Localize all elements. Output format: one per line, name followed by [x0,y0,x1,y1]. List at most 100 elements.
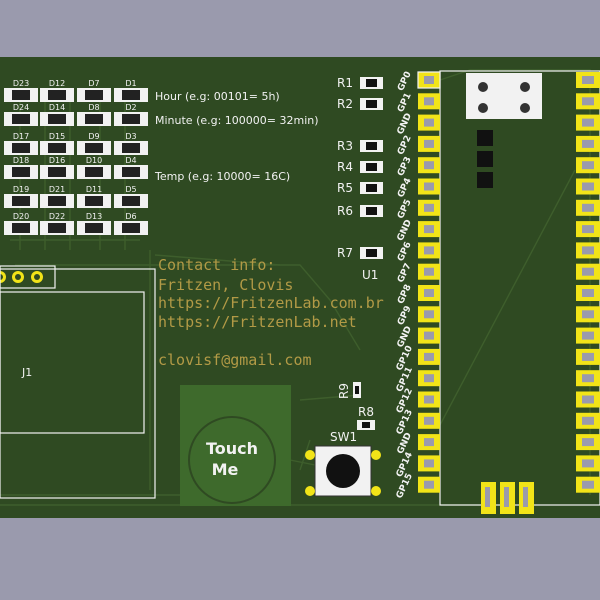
gpio-hole [424,374,434,383]
legend-hour: Hour (e.g: 00101= 5h) [155,90,280,103]
led-label: D15 [49,132,65,141]
led-die [48,143,66,153]
gpio-right-column [576,72,600,493]
gpio-hole [424,352,434,361]
led-label: D7 [88,79,99,88]
led-label: D17 [13,132,29,141]
led-label: D5 [125,185,136,194]
led-die [12,223,30,233]
touch-pad [180,385,291,506]
gpio-hole [424,267,434,276]
j1-footprint [0,268,156,499]
resistor-core [366,184,377,192]
debug-pad [477,151,493,167]
header-hole [34,274,40,280]
resistor-label: R6 [337,204,353,218]
resistor-label: R5 [337,181,353,195]
gpio-hole [582,139,594,148]
led-label: D1 [125,79,136,88]
led-label: D18 [13,156,29,165]
led-label: D4 [125,156,136,165]
gpio-hole [424,416,434,425]
gpio-hole [424,331,434,340]
resistor-core [366,142,377,150]
gpio-hole [582,331,594,340]
header-connector [0,265,56,289]
gpio-hole [424,459,434,468]
gpio-hole [424,139,434,148]
gpio-hole [424,289,434,297]
r8-label: R8 [358,405,374,419]
resistor-core [366,207,377,215]
debug-pad [477,172,493,188]
led-label: D6 [125,212,136,221]
led-label: D21 [49,185,65,194]
contact-line-4: https://FritzenLab.net [158,313,357,331]
gpio-hole [424,118,434,127]
usb-hole [520,82,530,92]
resistor-label: R1 [337,76,353,90]
gpio-hole [582,395,594,404]
led-label: D13 [86,212,102,221]
gpio-hole [582,374,594,383]
sw1-button [305,445,381,497]
led-die [122,196,140,206]
r8-resistor [357,420,375,430]
usb-hole [520,103,530,113]
led-die [85,223,103,233]
gpio-hole [424,76,434,84]
led-die [12,114,30,124]
gpio-hole [424,225,434,234]
gpio-hole [582,246,594,255]
led-die [48,196,66,206]
led-label: D16 [49,156,65,165]
gpio-hole [582,182,594,191]
resistor-core [366,249,377,257]
gpio-hole [424,161,434,170]
touch-label-2: Me [212,460,239,479]
touch-label-1: Touch [206,439,258,458]
contact-email: clovisf@gmail.com [158,351,312,369]
resistor-label: R3 [337,139,353,153]
led-die [85,114,103,124]
gpio-hole [582,161,594,170]
contact-line-3: https://FritzenLab.com.br [158,294,384,312]
led-die [48,167,66,177]
led-die [85,143,103,153]
pico-usb [466,73,542,119]
gpio-hole [424,246,434,255]
usb-hole [478,82,488,92]
led-die [122,223,140,233]
r9-label: R9 [337,383,351,399]
led-die [12,90,30,100]
pico-module [439,70,600,514]
gpio-hole [582,225,594,234]
sw1-label: SW1 [330,430,357,444]
resistor-label: R4 [337,160,353,174]
header-hole [15,274,21,280]
led-label: D20 [13,212,29,221]
gpio-hole [424,182,434,191]
usb-hole [478,103,488,113]
led-label: D3 [125,132,136,141]
gpio-hole [582,438,594,447]
led-die [85,90,103,100]
resistor-label: R2 [337,97,353,111]
debug-pad [477,130,493,146]
led-die [122,167,140,177]
led-die [48,114,66,124]
gpio-hole [424,438,434,447]
led-label: D9 [88,132,99,141]
gpio-hole [582,97,594,106]
gpio-hole [582,267,594,276]
contact-line-2: Fritzen, Clovis [158,276,293,294]
led-label: D23 [13,79,29,88]
header-hole [0,274,3,280]
gpio-hole [582,310,594,319]
contact-line-1: Contact info: [158,256,275,274]
gpio-hole [582,416,594,425]
j1-label: J1 [21,366,32,379]
led-label: D8 [88,103,99,112]
